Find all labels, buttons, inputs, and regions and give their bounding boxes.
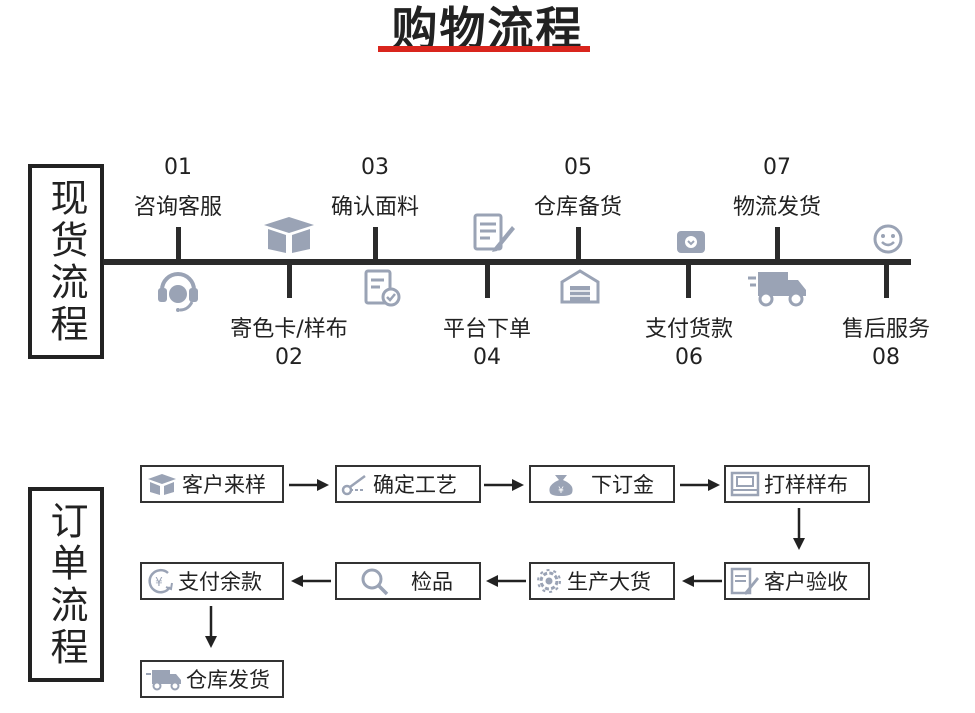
order-step-label: 检品 [411, 570, 453, 594]
svg-text:¥: ¥ [155, 575, 163, 589]
step-04-number: 04 [473, 345, 501, 370]
step-05-tick [576, 227, 581, 261]
svg-text:¥: ¥ [558, 486, 564, 496]
package-box-icon [264, 217, 314, 253]
order-step-warehouse-shipping: 仓库发货 [140, 660, 284, 698]
arrow-down-icon [793, 508, 805, 550]
money-bag-icon: ¥ [549, 475, 573, 496]
order-step-mass-production: 生产大货 [529, 562, 675, 600]
fabric-box-icon [148, 474, 176, 495]
step-02-tick [287, 263, 292, 298]
step-08-label: 售后服务 [841, 317, 930, 342]
order-flow-label-box: 订单流程 [28, 487, 104, 682]
edit-document-icon [730, 567, 759, 595]
order-step-label: 打样样布 [764, 473, 848, 497]
order-step-deposit: ¥ 下订金 [529, 465, 675, 503]
spot-flow-label: 现货流程 [44, 177, 88, 346]
arrow-down-icon [205, 606, 217, 648]
sample-frame-icon [730, 471, 760, 497]
order-step-label: 仓库发货 [186, 668, 270, 692]
order-flow-label: 订单流程 [44, 500, 88, 669]
order-step-pay-balance: ¥ 支付余款 [140, 562, 284, 600]
step-02-label: 寄色卡/样布 [230, 317, 348, 342]
order-step-label: 客户验收 [764, 570, 848, 594]
arrow-left-icon [682, 575, 722, 587]
wallet-icon [677, 231, 705, 253]
order-step-label: 下订金 [591, 473, 654, 497]
step-06-number: 06 [675, 345, 703, 370]
order-step-label: 支付余款 [178, 570, 262, 594]
yuan-coin-icon: ¥ [148, 568, 173, 594]
step-03-number: 03 [361, 155, 389, 180]
arrow-left-icon [486, 575, 526, 587]
step-08-number: 08 [872, 345, 900, 370]
step-04-tick [485, 263, 490, 298]
order-step-inspection: 检品 [335, 562, 481, 600]
arrow-left-icon [291, 575, 331, 587]
step-04-label: 平台下单 [442, 317, 531, 342]
step-08-tick [884, 263, 889, 298]
order-step-customer-sample: 客户来样 [140, 465, 284, 503]
step-02-number: 02 [275, 345, 303, 370]
delivery-truck-icon [748, 272, 806, 307]
order-step-sample-fabric: 打样样布 [724, 465, 870, 503]
step-07-tick [775, 227, 780, 261]
order-step-customer-acceptance: 客户验收 [724, 562, 870, 600]
arrow-right-icon [680, 479, 720, 491]
scissors-icon [341, 474, 366, 496]
order-step-label: 生产大货 [567, 570, 651, 594]
step-05-number: 05 [564, 155, 592, 180]
warehouse-icon [560, 269, 600, 304]
spot-flow-label-box: 现货流程 [28, 164, 104, 359]
order-step-label: 客户来样 [182, 473, 266, 497]
step-03-tick [373, 227, 378, 261]
smiley-face-icon [873, 224, 903, 254]
gear-icon [537, 569, 561, 593]
timeline-axis [103, 259, 911, 265]
step-03-label: 确认面料 [330, 195, 419, 220]
step-06-label: 支付货款 [644, 317, 733, 342]
step-01-label: 咨询客服 [133, 195, 222, 220]
order-step-confirm-process: 确定工艺 [335, 465, 481, 503]
step-05-label: 仓库备货 [533, 195, 622, 220]
step-01-tick [176, 227, 181, 261]
checked-document-icon [364, 269, 401, 307]
order-step-label: 确定工艺 [373, 473, 457, 497]
arrow-right-icon [289, 479, 329, 491]
arrow-right-icon [484, 479, 524, 491]
step-06-tick [686, 263, 691, 298]
delivery-truck-icon [146, 670, 181, 691]
customer-service-headset-icon [158, 272, 198, 312]
edit-document-icon [473, 213, 515, 252]
step-01-number: 01 [164, 155, 192, 180]
step-07-label: 物流发货 [732, 195, 821, 220]
search-icon [361, 568, 389, 596]
title-underline [378, 46, 590, 52]
step-07-number: 07 [763, 155, 791, 180]
